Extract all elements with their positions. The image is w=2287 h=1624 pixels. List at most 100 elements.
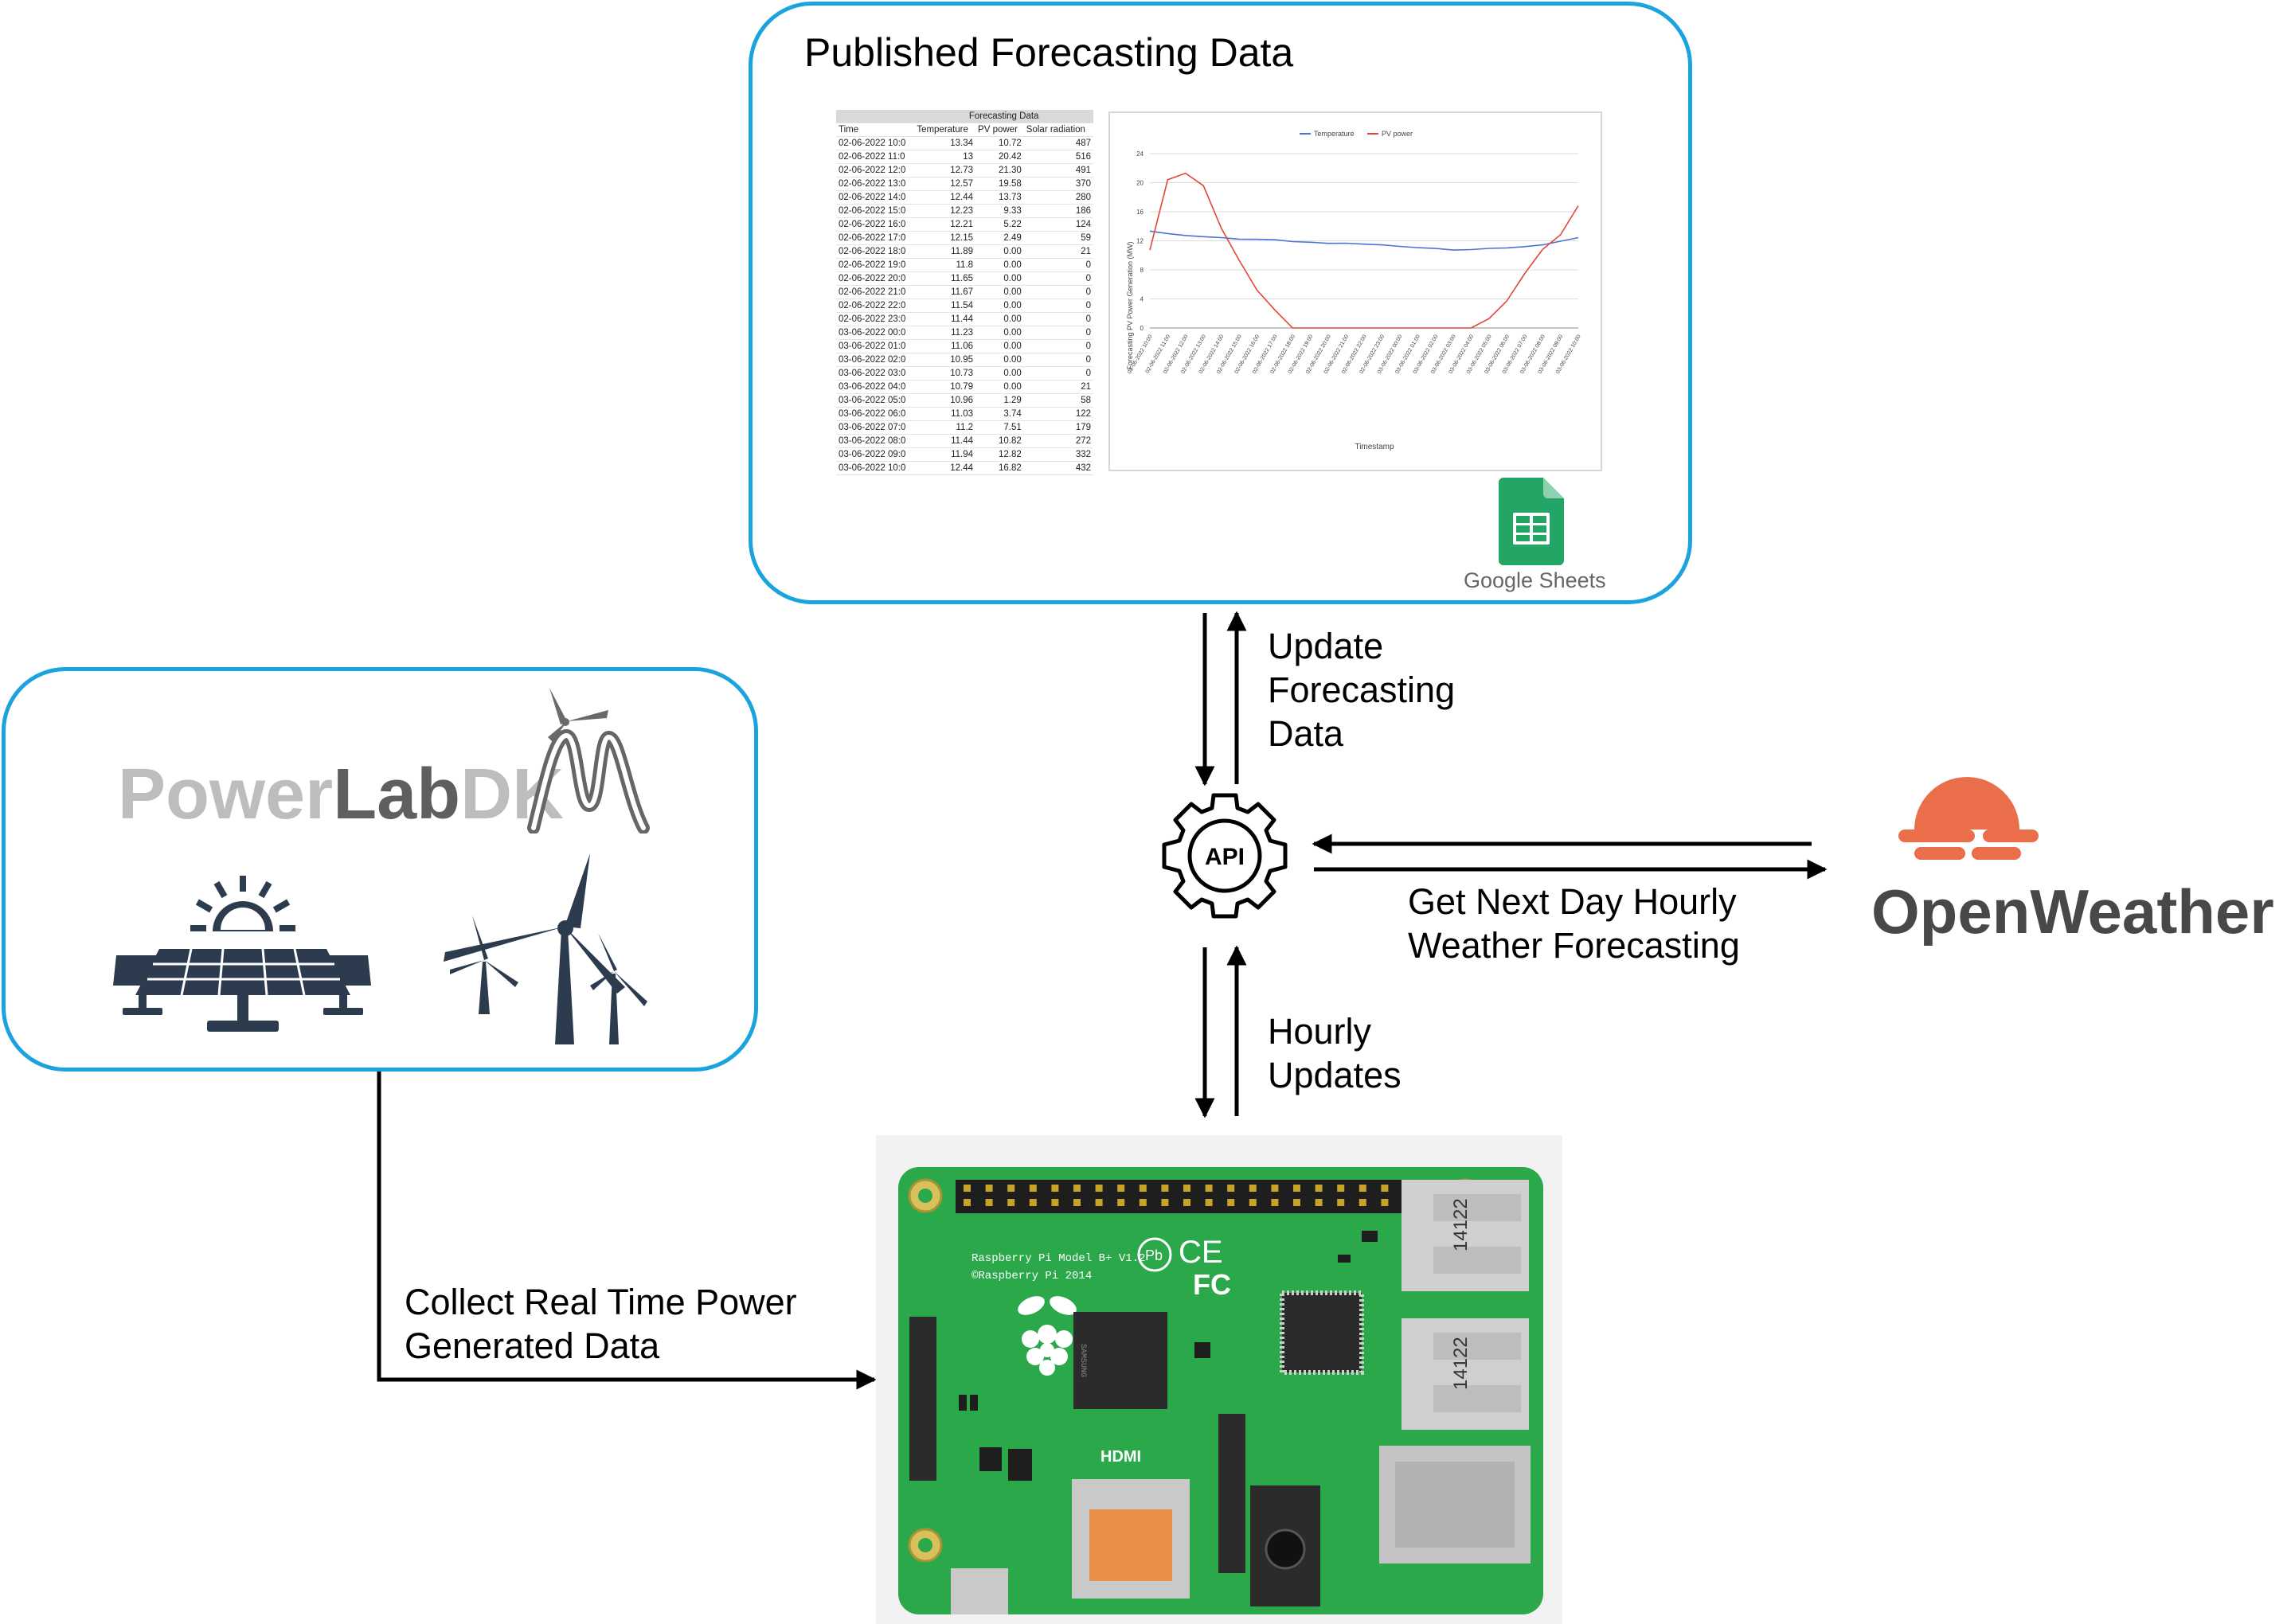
table-cell: 0 xyxy=(1023,258,1093,272)
table-cell: 179 xyxy=(1023,420,1093,435)
table-cell: 186 xyxy=(1023,204,1093,218)
gpio-pin xyxy=(1293,1185,1300,1192)
table-cell: 02-06-2022 22:0 xyxy=(836,299,915,313)
table-cell: 03-06-2022 10:0 xyxy=(836,461,915,475)
table-column-header: Solar radiation xyxy=(1023,123,1093,137)
chart-x-label: Timestamp xyxy=(1355,443,1394,451)
table-cell: 58 xyxy=(1023,393,1093,408)
chart-y-tick-label: 12 xyxy=(1136,238,1144,245)
table-cell: 11.03 xyxy=(914,407,976,421)
table-cell: 11.54 xyxy=(914,299,976,313)
table-cell: 02-06-2022 11:0 xyxy=(836,150,915,164)
powerlab-logo-text: PowerLabDK xyxy=(118,755,564,834)
gpio-pin xyxy=(1007,1185,1015,1192)
table-cell: 13 xyxy=(914,150,976,164)
table-cell: 0.00 xyxy=(975,326,1024,340)
powerlab-lab: Lab xyxy=(333,755,461,834)
gpio-pin xyxy=(1271,1199,1279,1206)
table-cell: 516 xyxy=(1023,150,1093,164)
table-cell: 11.65 xyxy=(914,271,976,286)
table-cell: 280 xyxy=(1023,190,1093,205)
table-cell: 12.21 xyxy=(914,217,976,232)
chart-y-tick-label: 0 xyxy=(1140,325,1144,332)
forecast-panel-title: Published Forecasting Data xyxy=(804,30,1294,75)
gpio-pin xyxy=(1029,1185,1037,1192)
powerlab-power: Power xyxy=(118,755,334,834)
table-cell: 0 xyxy=(1023,299,1093,313)
table-cell: 487 xyxy=(1023,136,1093,150)
table-cell: 5.22 xyxy=(975,217,1024,232)
gpio-pin xyxy=(964,1199,971,1206)
table-cell: 02-06-2022 17:0 xyxy=(836,231,915,245)
solar-panel-icon xyxy=(113,876,371,1032)
table-cell: 432 xyxy=(1023,461,1093,475)
table-column-header: Temperature xyxy=(914,123,976,137)
usb-code-bottom: 14122 xyxy=(1450,1337,1472,1390)
table-cell: 2.49 xyxy=(975,231,1024,245)
label-hourly-updates-1: Hourly xyxy=(1268,1011,1372,1052)
table-cell: 11.89 xyxy=(914,244,976,259)
table-cell: 1.29 xyxy=(975,393,1024,408)
table-cell: 10.96 xyxy=(914,393,976,408)
table-column-header: PV power xyxy=(975,123,1024,137)
table-cell: 03-06-2022 07:0 xyxy=(836,420,915,435)
table-cell: 11.23 xyxy=(914,326,976,340)
table-cell: 12.82 xyxy=(975,447,1024,462)
table-cell: 0.00 xyxy=(975,366,1024,381)
table-cell: 02-06-2022 21:0 xyxy=(836,285,915,299)
table-cell: 02-06-2022 12:0 xyxy=(836,163,915,178)
chart-frame xyxy=(1108,111,1602,471)
table-cell: 0 xyxy=(1023,339,1093,353)
series-line-temperature xyxy=(1149,230,1579,251)
gpio-pin xyxy=(1359,1185,1366,1192)
table-cell: 10.82 xyxy=(975,434,1024,448)
table-cell: 0.00 xyxy=(975,312,1024,326)
gpio-pin xyxy=(1139,1199,1147,1206)
raspberry-pi-board: Raspberry Pi Model B+ V1.2 ©Raspberry Pi… xyxy=(876,1135,1562,1624)
table-cell: 0 xyxy=(1023,271,1093,286)
ce-mark: CE xyxy=(1179,1235,1223,1270)
table-cell: 7.51 xyxy=(975,420,1024,435)
table-cell: 0 xyxy=(1023,353,1093,367)
table-cell: 21.30 xyxy=(975,163,1024,178)
usb-port-top-icon: 14122 xyxy=(1402,1180,1529,1291)
table-cell: 491 xyxy=(1023,163,1093,178)
api-gear-icon: API xyxy=(1162,793,1288,919)
gpio-pin xyxy=(1381,1199,1389,1206)
gpio-pin xyxy=(1051,1185,1059,1192)
chart-y-tick-label: 16 xyxy=(1136,209,1144,216)
table-cell: 0.00 xyxy=(975,244,1024,259)
gpio-pin xyxy=(1161,1199,1169,1206)
pb-free-icon xyxy=(1137,1237,1172,1272)
table-cell: 12.73 xyxy=(914,163,976,178)
table-cell: 370 xyxy=(1023,177,1093,191)
gpio-pin xyxy=(1095,1199,1103,1206)
table-column-header: Time xyxy=(836,123,915,137)
table-cell: 20.42 xyxy=(975,150,1024,164)
gpio-pin xyxy=(1249,1185,1257,1192)
table-cell: 10.73 xyxy=(914,366,976,381)
gpio-pin xyxy=(1073,1185,1081,1192)
table-cell: 12.44 xyxy=(914,461,976,475)
table-cell: 272 xyxy=(1023,434,1093,448)
table-cell: 332 xyxy=(1023,447,1093,462)
table-cell: 02-06-2022 14:0 xyxy=(836,190,915,205)
table-cell: 11.44 xyxy=(914,312,976,326)
label-update-forecasting-3: Data xyxy=(1268,713,1344,754)
display-connector-icon xyxy=(909,1317,936,1481)
micro-usb-port-icon xyxy=(951,1568,1008,1614)
table-cell: 12.15 xyxy=(914,231,976,245)
soc-chip-text: SAMSUNG xyxy=(1078,1344,1087,1377)
gpio-pin xyxy=(985,1185,993,1192)
